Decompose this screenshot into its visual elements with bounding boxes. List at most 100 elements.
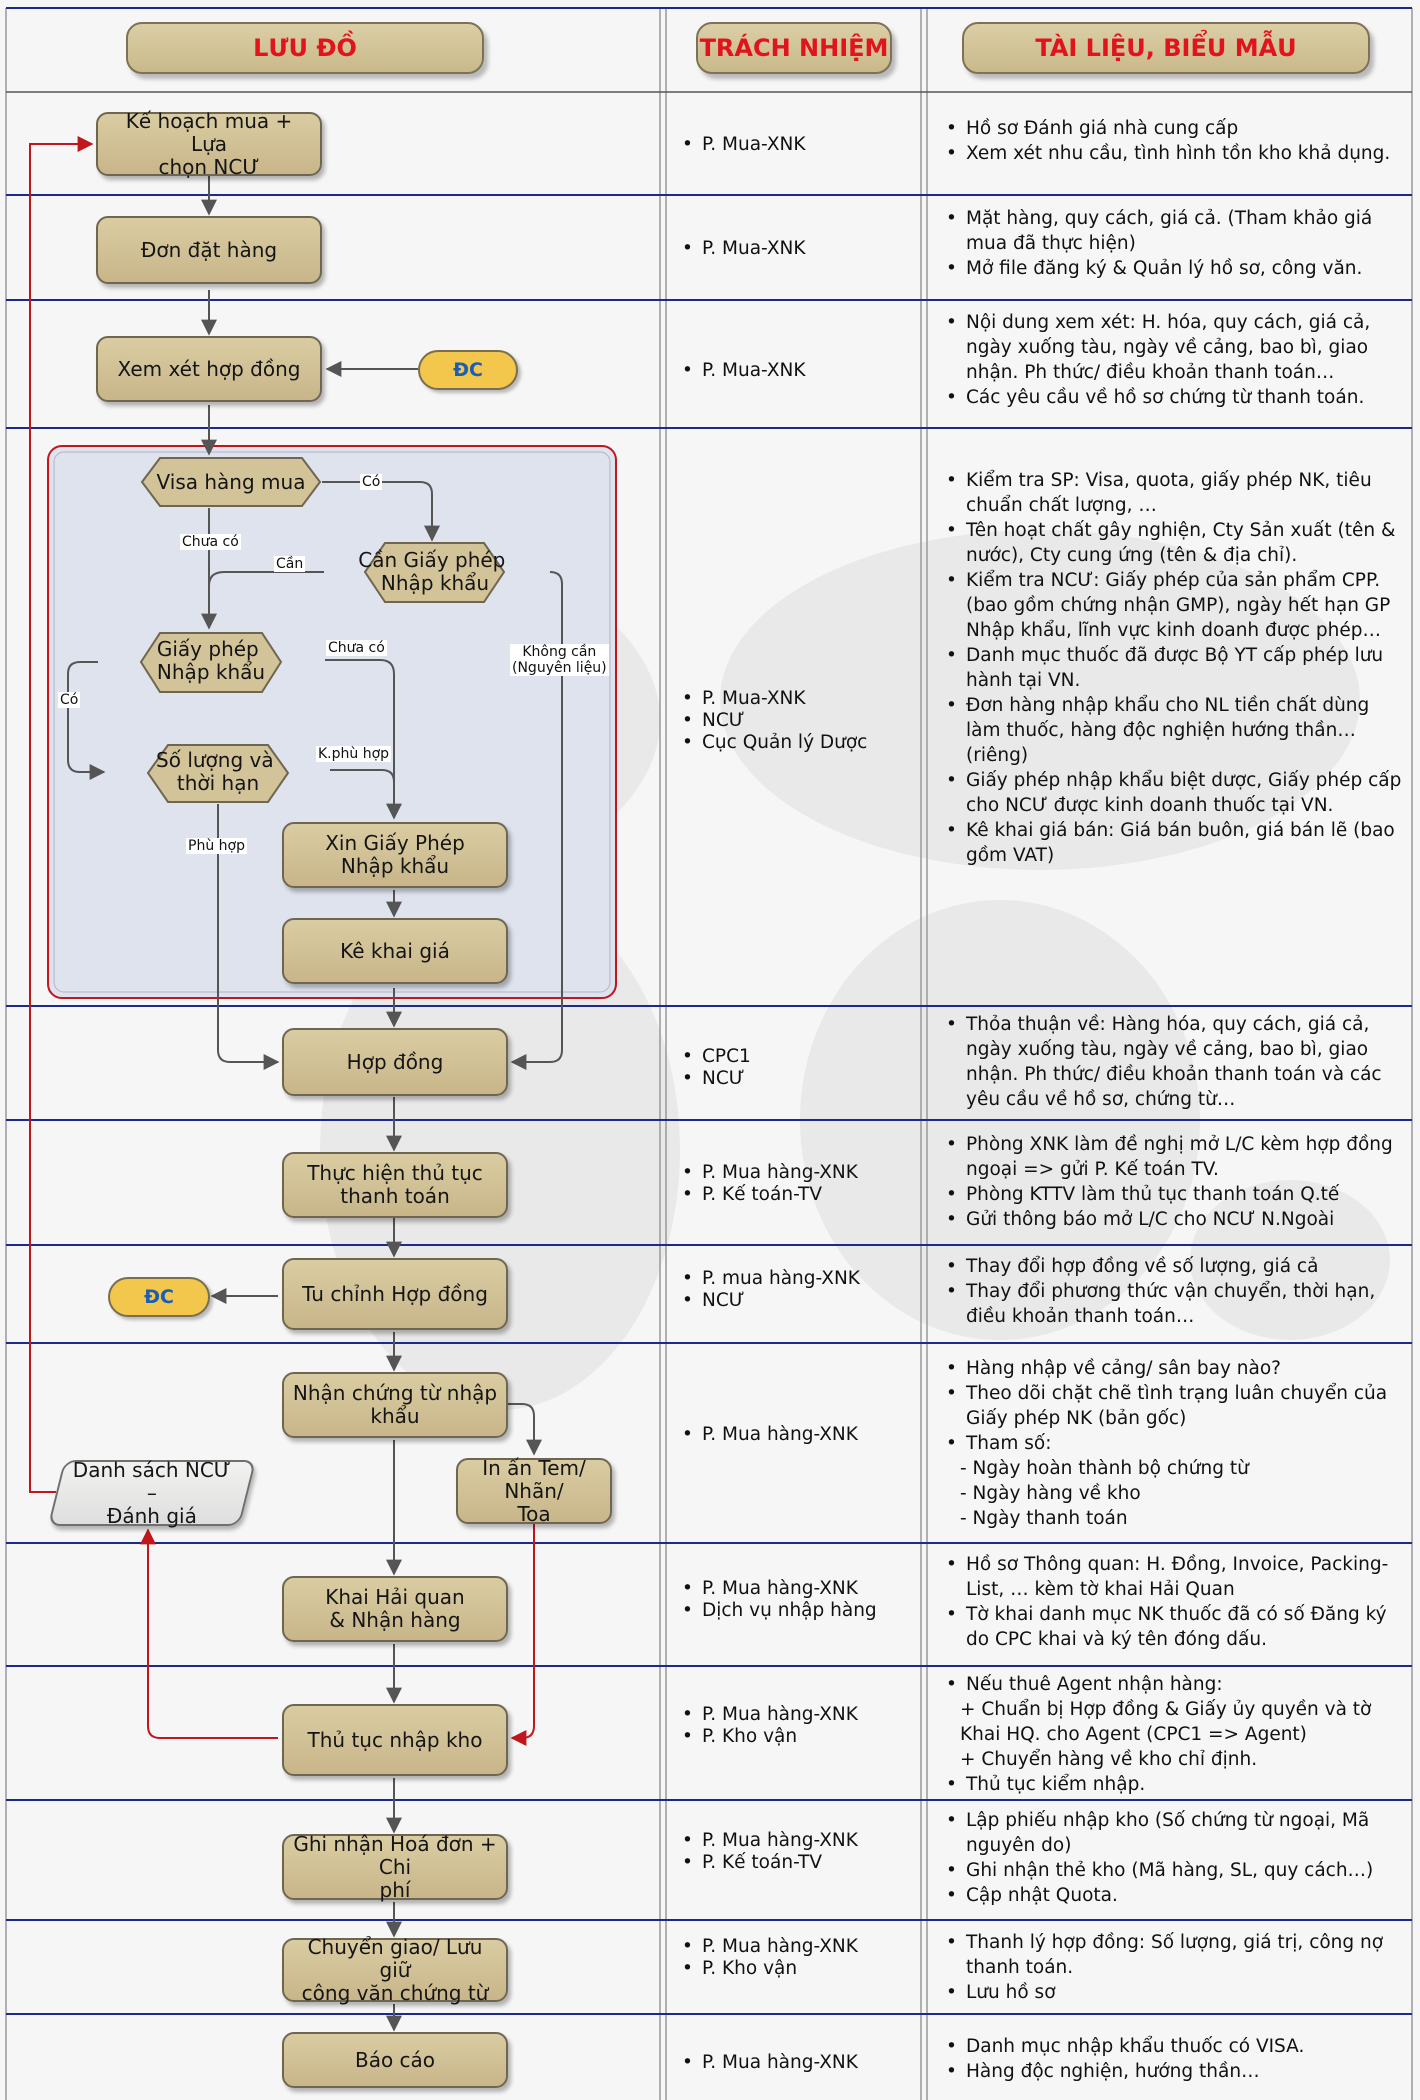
doc-item: Lưu hồ sơ (944, 1980, 1404, 2005)
edge-label-phu-hop: Phù hợp (186, 838, 247, 854)
doc-item: Danh mục thuốc đã được Bộ YT cấp phép lư… (944, 643, 1404, 693)
node-customs: Khai Hải quan & Nhận hàng (282, 1576, 508, 1642)
resp-row-7: P. mua hàng-XNK NCƯ (680, 1268, 920, 1312)
doc-item: Các yêu cầu về hồ sơ chứng từ thanh toán… (944, 385, 1404, 410)
resp-row-11: P. Mua hàng-XNK P. Kế toán-TV (680, 1830, 920, 1874)
resp-item: P. Mua hàng-XNK (680, 1578, 920, 1600)
edge-label-co-2: Có (58, 692, 81, 708)
decision-quantity-label: Số lượng và thời hạn (156, 748, 280, 795)
resp-item: P. Mua-XNK (680, 360, 920, 382)
resp-row-4: P. Mua-XNK NCƯ Cục Quản lý Dược (680, 688, 920, 754)
node-order: Đơn đặt hàng (96, 216, 322, 284)
node-payment: Thực hiện thủ tục thanh toán (282, 1152, 508, 1218)
doc-item: Theo dõi chặt chẽ tình trạng luân chuyển… (944, 1381, 1404, 1431)
doc-item: Mặt hàng, quy cách, giá cả. (Tham khảo g… (944, 206, 1404, 256)
resp-row-9: P. Mua hàng-XNK Dịch vụ nhập hàng (680, 1578, 920, 1622)
header-documents: TÀI LIỆU, BIỂU MẪU (962, 22, 1370, 74)
header-responsibility: TRÁCH NHIỆM (696, 22, 892, 74)
doc-item: Lập phiếu nhập kho (Số chứng từ ngoại, M… (944, 1808, 1404, 1858)
doc-item: Hàng nhập về cảng/ sân bay nào? (944, 1356, 1404, 1381)
quantity-line1: Số lượng và (156, 748, 274, 772)
node-record-invoice: Ghi nhận Hoá đơn + Chi phí (282, 1832, 508, 1901)
resp-item: P. mua hàng-XNK (680, 1268, 920, 1290)
node-apply-license: Xin Giấy Phép Nhập khẩu (282, 822, 508, 888)
doc-item: Danh mục nhập khẩu thuốc có VISA. (944, 2034, 1404, 2059)
resp-item: P. Kế toán-TV (680, 1184, 920, 1206)
doc-item: Kiểm tra NCƯ: Giấy phép của sản phẩm CPP… (944, 568, 1404, 643)
resp-row-12: P. Mua hàng-XNK P. Kho vận (680, 1936, 920, 1980)
doc-item: Giấy phép nhập khẩu biệt dược, Giấy phép… (944, 768, 1404, 818)
node-amend: Tu chỉnh Hợp đồng (282, 1258, 508, 1330)
resp-item: Cục Quản lý Dược (680, 732, 920, 754)
doc-subitem: - Ngày hoàn thành bộ chứng từ (960, 1458, 1249, 1479)
resp-row-5: CPC1 NCƯ (680, 1046, 920, 1090)
doc-item: Thay đổi hợp đồng về số lượng, giá cả (944, 1254, 1404, 1279)
feedback-connectors (29, 136, 535, 1746)
resp-item: P. Mua hàng-XNK (680, 1936, 920, 1958)
resp-item: NCƯ (680, 1290, 920, 1312)
column-dividers (5, 8, 1413, 2100)
edge-label-k-phu-hop: K.phù hợp (316, 746, 392, 762)
doc-subitem: - Ngày thanh toán (960, 1508, 1128, 1529)
doc-item: Cập nhật Quota. (944, 1883, 1404, 1908)
doc-subitem: + Chuẩn bị Hợp đồng & Giấy ủy quyền và t… (960, 1699, 1372, 1745)
docs-row-12: Thanh lý hợp đồng: Số lượng, giá trị, cô… (944, 1930, 1404, 2005)
decision-license-label: Giấy phép Nhập khẩu (157, 637, 265, 684)
resp-item: P. Mua hàng-XNK (680, 2052, 920, 2074)
decision-visa-label: Visa hàng mua (157, 470, 306, 494)
doc-subitem: - Ngày hàng về kho (960, 1483, 1141, 1504)
resp-item: P. Kế toán-TV (680, 1852, 920, 1874)
decision-shapes (139, 457, 506, 803)
docs-row-8: Hàng nhập về cảng/ sân bay nào? Theo dõi… (944, 1356, 1404, 1531)
docs-row-11: Lập phiếu nhập kho (Số chứng từ ngoại, M… (944, 1808, 1404, 1908)
header-flow: LƯU ĐỒ (126, 22, 484, 74)
dc-badge-bottom: ĐC (108, 1277, 210, 1317)
dc-badge-top: ĐC (418, 350, 518, 390)
need-license-line2: Nhập khẩu (381, 571, 489, 595)
resp-item: P. Mua hàng-XNK (680, 1704, 920, 1726)
node-receive-docs: Nhận chứng từ nhập khẩu (282, 1372, 508, 1438)
license-line1: Giấy phép (157, 637, 259, 661)
resp-row-1: P. Mua-XNK (680, 134, 920, 156)
node-price-declare: Kê khai giá (282, 918, 508, 984)
node-transfer: Chuyển giao/ Lưu giữ công văn chứng từ (282, 1935, 508, 2004)
resp-item: NCƯ (680, 1068, 920, 1090)
doc-item: Phòng KTTV làm thủ tục thanh toán Q.tế (944, 1182, 1404, 1207)
resp-item: P. Kho vận (680, 1958, 920, 1980)
doc-item: Phòng XNK làm đề nghị mở L/C kèm hợp đồn… (944, 1132, 1404, 1182)
node-review: Xem xét hợp đồng (96, 336, 322, 402)
doc-item: Kiểm tra SP: Visa, quota, giấy phép NK, … (944, 468, 1404, 518)
docs-row-5: Thỏa thuận về: Hàng hóa, quy cách, giá c… (944, 1012, 1404, 1112)
quantity-line2: thời hạn (177, 771, 259, 795)
resp-row-6: P. Mua hàng-XNK P. Kế toán-TV (680, 1162, 920, 1206)
docs-row-9: Hồ sơ Thông quan: H. Đồng, Invoice, Pack… (944, 1552, 1404, 1652)
edge-label-can: Cần (274, 556, 306, 572)
doc-item: Thủ tục kiểm nhập. (944, 1772, 1404, 1797)
need-license-line1: Cần Giấy phép (358, 548, 505, 572)
resp-row-8: P. Mua hàng-XNK (680, 1424, 920, 1446)
resp-item: CPC1 (680, 1046, 920, 1068)
decision-need-license (363, 542, 506, 603)
docs-row-7: Thay đổi hợp đồng về số lượng, giá cả Th… (944, 1254, 1404, 1329)
license-line2: Nhập khẩu (157, 660, 265, 684)
doc-item: Ghi nhận thẻ kho (Mã hàng, SL, quy cách…… (944, 1858, 1404, 1883)
node-plan: Kế hoạch mua + Lựa chọn NCƯ (96, 109, 322, 178)
node-report: Báo cáo (282, 2032, 508, 2088)
doc-item: Kê khai giá bán: Giá bán buôn, giá bán l… (944, 818, 1404, 868)
doc-item: Hồ sơ Đánh giá nhà cung cấp (944, 116, 1404, 141)
edge-label-chua-co-2: Chưa có (326, 640, 387, 656)
doc-item: Đơn hàng nhập khẩu cho NL tiền chất dùng… (944, 693, 1404, 768)
flow-connectors (67, 176, 563, 2032)
doc-subitem: + Chuyển hàng về kho chỉ định. (960, 1749, 1258, 1770)
doc-item: Xem xét nhu cầu, tình hình tồn kho khả d… (944, 141, 1404, 166)
docs-row-4: Kiểm tra SP: Visa, quota, giấy phép NK, … (944, 468, 1404, 868)
edge-label-co-1: Có (360, 474, 383, 490)
doc-item: Thay đổi phương thức vận chuyển, thời hạ… (944, 1279, 1404, 1329)
doc-item: Hồ sơ Thông quan: H. Đồng, Invoice, Pack… (944, 1552, 1404, 1602)
node-print-labels: In ấn Tem/ Nhãn/ Toa (456, 1456, 612, 1525)
decision-visa (140, 457, 322, 507)
doc-item: Tờ khai danh mục NK thuốc đã có số Đăng … (944, 1602, 1404, 1652)
edge-label-khong-can: Không cần (Nguyên liệu) (510, 644, 609, 676)
resp-row-3: P. Mua-XNK (680, 360, 920, 382)
